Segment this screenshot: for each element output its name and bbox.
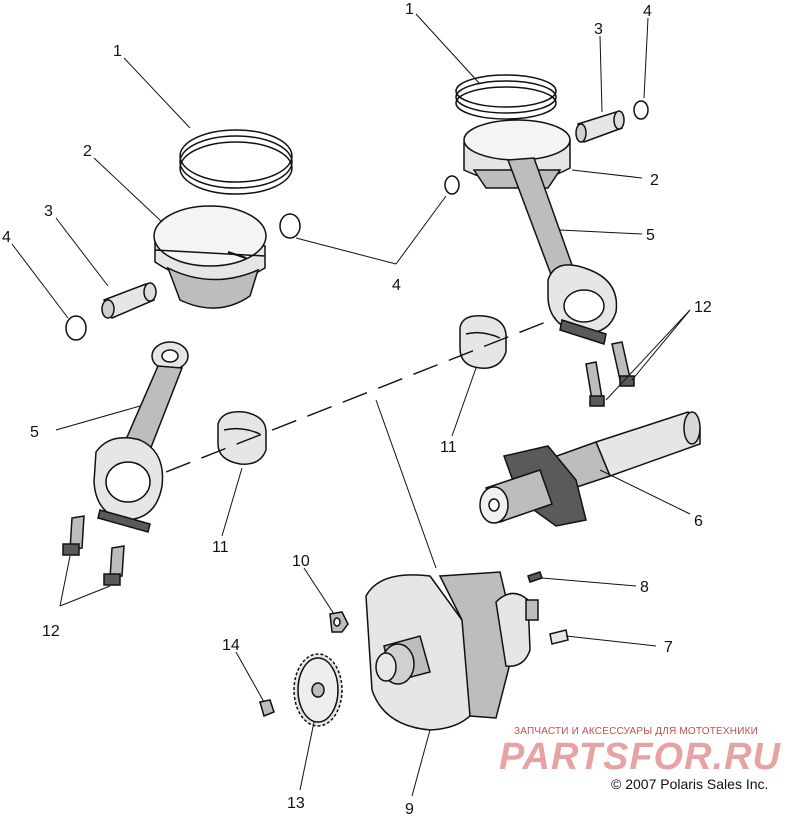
rod-bolts-right	[585, 341, 635, 407]
callout-2-left: 2	[83, 143, 92, 160]
rod-bolts-left	[62, 515, 125, 586]
wrist-pin-right	[575, 110, 625, 143]
bearing-shell-left	[217, 411, 267, 465]
assembly-axis	[165, 317, 557, 473]
piston-rings-left	[179, 129, 293, 195]
callout-labels: 1 2 3 4 4 1 3 4 2 5 12 11 5 11 6 12 10 8…	[2, 1, 712, 817]
callout-11-left: 11	[212, 539, 229, 556]
nut	[329, 611, 349, 633]
circlip-right-inner	[444, 175, 460, 195]
balance-shaft	[479, 411, 701, 527]
woodruff-key	[527, 571, 543, 583]
callout-4-left: 4	[2, 229, 11, 246]
callout-4-middle: 4	[392, 277, 401, 294]
bearing-shell-right	[459, 315, 507, 369]
gear-bolt	[259, 699, 275, 718]
connecting-rod-right	[506, 157, 618, 345]
callout-8: 8	[640, 579, 649, 596]
callout-9: 9	[405, 801, 414, 817]
crankshaft	[365, 571, 539, 731]
callout-14: 14	[222, 637, 240, 654]
watermark-logo: PARTSFOR.RU	[499, 736, 781, 778]
callout-12-left: 12	[42, 623, 60, 640]
dowel-pin	[549, 629, 569, 645]
callout-4-right: 4	[643, 3, 652, 20]
timing-gear	[293, 653, 343, 727]
circlip-left-inner	[279, 213, 301, 239]
piston-rings-right	[455, 74, 557, 120]
circlip-right-outer	[633, 100, 649, 120]
circlip-left-outer	[65, 315, 87, 341]
connecting-rod-left	[93, 341, 189, 533]
callout-13: 13	[287, 795, 305, 812]
watermark-tagline: ЗАПЧАСТИ И АКСЕССУАРЫ ДЛЯ МОТОТЕХНИКИ	[513, 726, 759, 737]
callout-10: 10	[292, 553, 310, 570]
callout-5-left: 5	[30, 424, 39, 441]
wrist-pin-left	[101, 282, 157, 319]
leader-lines	[11, 13, 691, 797]
callout-7: 7	[664, 639, 673, 656]
callout-5-right: 5	[646, 227, 655, 244]
callout-1-right: 1	[405, 1, 414, 18]
callout-6: 6	[694, 513, 703, 530]
callout-3-right: 3	[594, 21, 603, 38]
callout-3-left: 3	[44, 203, 53, 220]
callout-11-right: 11	[440, 439, 457, 456]
callout-12-right: 12	[694, 299, 712, 316]
callout-2-right: 2	[650, 172, 659, 189]
piston-left	[153, 205, 267, 309]
callout-1-left: 1	[113, 43, 122, 60]
copyright-notice: © 2007 Polaris Sales Inc.	[611, 776, 769, 792]
